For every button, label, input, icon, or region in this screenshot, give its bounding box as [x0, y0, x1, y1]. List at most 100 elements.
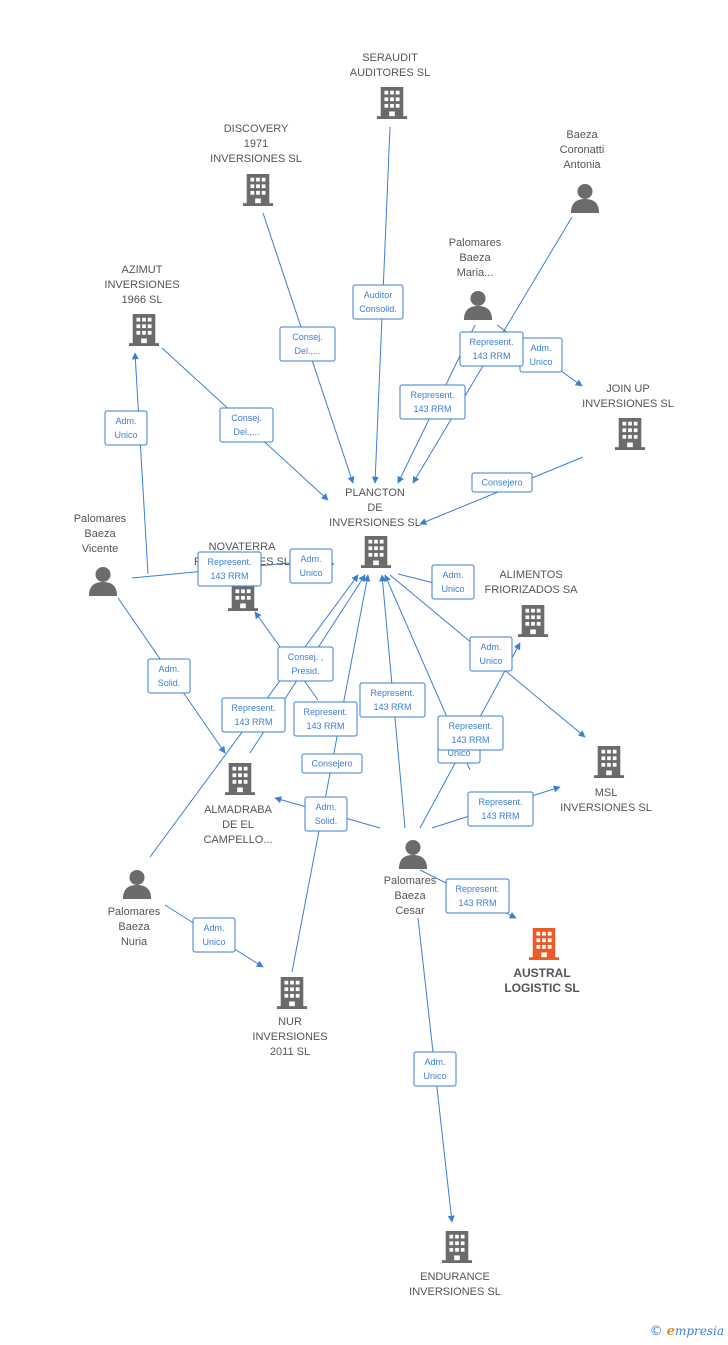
node-label[interactable]: Palomares — [384, 875, 437, 887]
edge-label-e20[interactable]: Consejero — [301, 753, 363, 774]
edge-label-e23[interactable]: Represent.143 RRM — [445, 878, 510, 914]
node-label[interactable]: DISCOVERY — [224, 123, 289, 135]
edge-label-e10[interactable]: Adm.Unico — [289, 548, 333, 584]
node-label[interactable]: Baeza — [118, 921, 150, 933]
building-icon[interactable] — [593, 746, 625, 778]
edge-label-e2[interactable]: Consej.Del.,... — [279, 326, 336, 362]
building-icon[interactable] — [242, 174, 274, 206]
node-label[interactable]: Baeza — [566, 129, 598, 141]
node-label[interactable]: ENDURANCE — [420, 1271, 490, 1283]
node-label[interactable]: Cesar — [395, 905, 425, 917]
node-seraudit[interactable]: SERAUDIT AUDITORES SL — [350, 52, 431, 119]
edge-label-e25[interactable]: Adm.Unico — [413, 1051, 457, 1087]
edge-label-e12[interactable]: Adm.Solid. — [147, 658, 191, 694]
edge-label-e14[interactable]: Consej. ,Presid. — [277, 646, 334, 682]
node-label[interactable]: Baeza — [459, 252, 491, 264]
node-label[interactable]: Palomares — [108, 906, 161, 918]
edge-label-e5[interactable]: Adm.Unico — [519, 337, 563, 373]
node-label[interactable]: 1971 — [244, 138, 268, 150]
node-msl[interactable]: MSL INVERSIONES SL — [560, 746, 652, 814]
building-icon[interactable] — [276, 977, 308, 1009]
node-label[interactable]: Nuria — [121, 936, 148, 948]
node-label[interactable]: Vicente — [82, 543, 119, 555]
node-label[interactable]: 1966 SL — [122, 294, 163, 306]
edge-label-e7[interactable]: Adm.Unico — [104, 410, 148, 446]
edge-label-e17[interactable]: Represent.143 RRM — [359, 682, 426, 718]
edge-label-e19[interactable]: Represent.143 RRM — [437, 715, 504, 751]
node-label[interactable]: DE EL — [222, 819, 254, 831]
node-joinup[interactable]: JOIN UP INVERSIONES SL — [582, 383, 674, 450]
edge-label-e6[interactable]: Represent.143 RRM — [459, 331, 524, 367]
node-label[interactable]: INVERSIONES — [252, 1031, 327, 1043]
node-alimentos[interactable]: ALIMENTOS FRIORIZADOS SA — [485, 569, 579, 637]
node-label[interactable]: ALMADRABA — [204, 804, 273, 816]
node-label[interactable]: Palomares — [449, 237, 502, 249]
node-label[interactable]: Palomares — [74, 513, 127, 525]
edge-label-e11[interactable]: Adm.Unico — [431, 564, 475, 600]
node-label[interactable]: AZIMUT — [122, 264, 163, 276]
building-icon[interactable] — [528, 928, 560, 960]
node-label[interactable]: INVERSIONES SL — [560, 802, 652, 814]
brand-logo[interactable]: empresia — [667, 1324, 724, 1339]
edge-label-e22[interactable]: Represent.143 RRM — [467, 791, 534, 827]
building-icon[interactable] — [517, 605, 549, 637]
node-endurance[interactable]: ENDURANCE INVERSIONES SL — [409, 1231, 501, 1298]
node-label[interactable]: JOIN UP — [606, 383, 649, 395]
node-label[interactable]: DE — [367, 502, 382, 514]
node-label[interactable]: INVERSIONES SL — [329, 517, 421, 529]
node-label[interactable]: Maria... — [457, 267, 494, 279]
person-icon[interactable] — [463, 290, 493, 320]
node-palomares_maria[interactable]: PalomaresBaezaMaria... — [449, 237, 502, 320]
building-icon[interactable] — [224, 763, 256, 795]
node-label[interactable]: Baeza — [84, 528, 116, 540]
building-icon[interactable] — [614, 418, 646, 450]
node-label[interactable]: AUSTRAL — [513, 966, 570, 980]
node-label[interactable]: MSL — [595, 787, 618, 799]
node-label[interactable]: NUR — [278, 1016, 302, 1028]
person-icon[interactable] — [88, 566, 118, 596]
edge-label-e13[interactable]: Adm.Unico — [469, 636, 513, 672]
node-label[interactable]: INVERSIONES SL — [210, 153, 302, 165]
edge-label-e15[interactable]: Represent.143 RRM — [221, 697, 286, 733]
node-label[interactable]: AUDITORES SL — [350, 67, 431, 79]
edge-label-e21[interactable]: Adm.Solid. — [304, 796, 348, 832]
node-label[interactable]: CAMPELLO... — [203, 834, 272, 846]
node-label[interactable]: 2011 SL — [270, 1046, 310, 1058]
node-plancton[interactable]: PLANCTON DE INVERSIONES SL — [329, 487, 421, 568]
node-label[interactable]: INVERSIONES SL — [582, 398, 674, 410]
edge-label-e24[interactable]: Adm.Unico — [192, 917, 236, 953]
building-icon[interactable] — [128, 314, 160, 346]
node-label[interactable]: ALIMENTOS — [499, 569, 562, 581]
node-almadraba[interactable]: ALMADRABA DE EL CAMPELLO... — [203, 763, 273, 846]
node-azimut[interactable]: AZIMUT INVERSIONES 1966 SL — [104, 264, 180, 346]
node-label[interactable]: Coronatti — [560, 144, 605, 156]
edge-label-e9[interactable]: Represent.143 RRM — [197, 551, 262, 587]
node-label[interactable]: SERAUDIT — [362, 52, 418, 64]
edge-label-e4[interactable]: Represent.143 RRM — [399, 384, 466, 420]
node-label[interactable]: LOGISTIC SL — [504, 981, 579, 995]
edge-label-e8[interactable]: Consejero — [471, 472, 533, 493]
building-icon[interactable] — [360, 536, 392, 568]
node-nur[interactable]: NUR INVERSIONES 2011 SL — [252, 977, 328, 1058]
node-label[interactable]: INVERSIONES SL — [409, 1286, 501, 1298]
edge-label-e3[interactable]: Consej.Del.,... — [219, 407, 274, 443]
node-label[interactable]: Baeza — [394, 890, 426, 902]
edge-label-e16[interactable]: Represent.143 RRM — [293, 701, 358, 737]
building-icon[interactable] — [441, 1231, 473, 1263]
node-label[interactable]: PLANCTON — [345, 487, 405, 499]
person-icon[interactable] — [122, 869, 152, 899]
node-label[interactable]: NOVATERRA — [209, 541, 276, 553]
node-label[interactable]: INVERSIONES — [104, 279, 179, 291]
person-icon[interactable] — [570, 183, 600, 213]
person-icon[interactable] — [398, 839, 428, 869]
building-icon[interactable] — [376, 87, 408, 119]
node-label[interactable]: Antonia — [563, 159, 601, 171]
node-label[interactable]: FRIORIZADOS SA — [485, 584, 579, 596]
